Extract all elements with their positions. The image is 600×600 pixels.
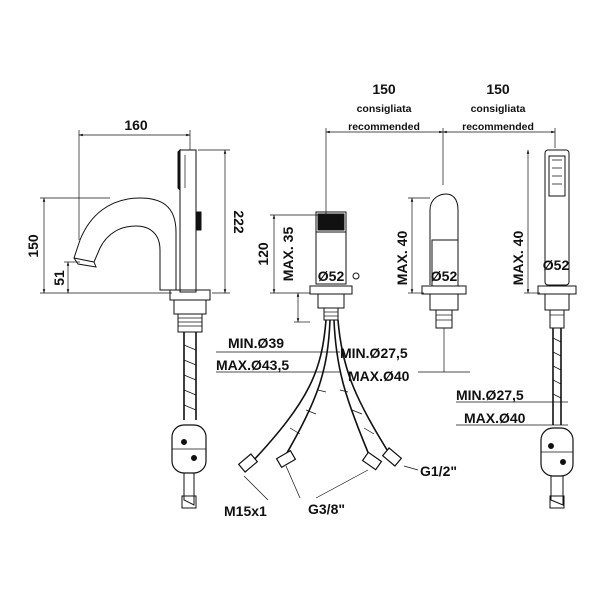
- shower-diam-label: Ø52: [543, 257, 570, 273]
- spout-height-label: 150: [25, 234, 41, 258]
- hole-min-2-label: MIN.Ø27,5: [340, 345, 408, 361]
- distance-dims: 150 consigliata recommended 150 consigli…: [325, 81, 556, 215]
- mixer-view: 120 MAX. 35 Ø52 MIN.Ø39 MAX.Ø43,5 MIN.Ø2…: [216, 211, 457, 519]
- hole-max-2-label: MAX.Ø40: [348, 368, 410, 384]
- spout-view: 160 150 51 222: [25, 117, 247, 509]
- spout-width-label: 160: [124, 117, 148, 133]
- diverter-max-label: MAX. 40: [394, 231, 410, 286]
- hole-min-1-label: MIN.Ø39: [228, 335, 284, 351]
- shower-max-label: MAX. 40: [510, 231, 526, 286]
- handle-height-label: 120: [255, 242, 271, 266]
- dist-2-note-it: consigliata: [471, 103, 526, 115]
- spout-outlet-label: 51: [51, 270, 67, 286]
- hole-max-1-label: MAX.Ø43,5: [216, 357, 289, 373]
- spout-total-label: 222: [231, 210, 247, 234]
- hand-shower-view: MAX. 40 Ø52 MIN.Ø27,5 MAX.Ø40: [456, 149, 577, 509]
- dist-2-note-en: recommended: [462, 121, 534, 133]
- diverter-diam-label: Ø52: [431, 268, 458, 284]
- handle-diam-label: Ø52: [318, 268, 345, 284]
- conn-g38-label: G3/8": [308, 501, 345, 517]
- dist-1-note-it: consigliata: [357, 103, 412, 115]
- dist-1-label: 150: [372, 81, 396, 97]
- diverter-view: MAX. 40 Ø52: [394, 193, 470, 373]
- hole-min-3-label: MIN.Ø27,5: [456, 387, 524, 403]
- dist-2-label: 150: [486, 81, 510, 97]
- conn-m15-label: M15x1: [224, 503, 267, 519]
- conn-g12-label: G1/2": [420, 463, 457, 479]
- hole-max-3-label: MAX.Ø40: [464, 410, 526, 426]
- handle-max-label: MAX. 35: [280, 227, 296, 282]
- dist-1-note-en: recommended: [348, 121, 420, 133]
